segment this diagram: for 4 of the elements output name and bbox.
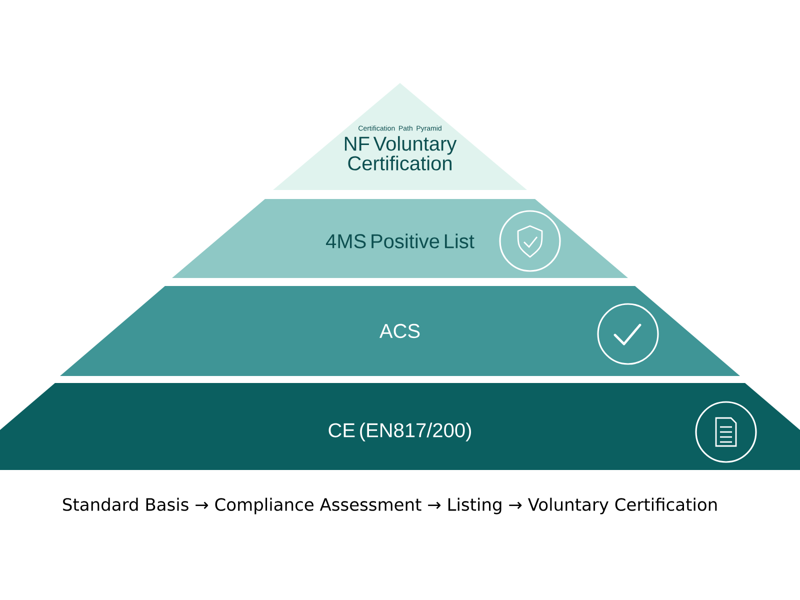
pyramid-tier: ACS xyxy=(60,286,740,376)
pyramid-tier: CE (EN817/200) xyxy=(0,383,800,470)
caption-text: Standard Basis → Compliance Assessment → Listing → Voluntary Certification xyxy=(63,498,717,514)
pyramid-tier: 4MS Positive List xyxy=(172,199,628,278)
